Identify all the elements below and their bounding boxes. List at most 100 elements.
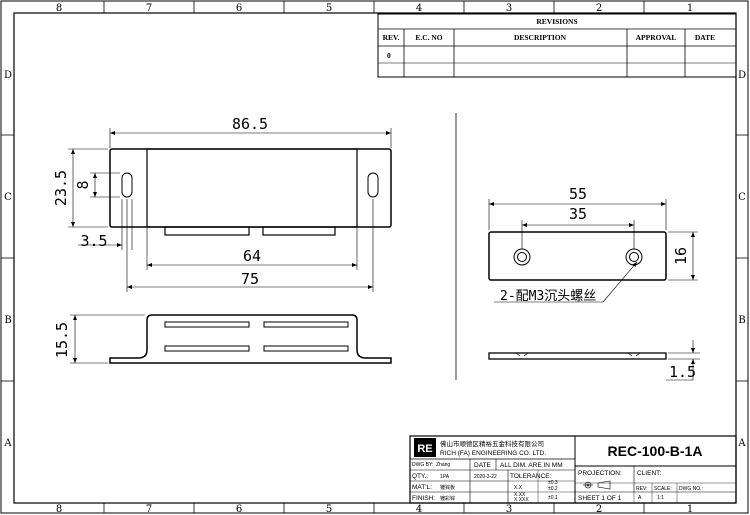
body-length-label: 64 (243, 247, 261, 265)
date-column-header: DATE (695, 33, 715, 42)
slot-length-label: 8 (74, 180, 92, 189)
zone-label: B (738, 315, 745, 326)
rev-label: REV: (636, 486, 647, 492)
projection-label: PROJECTION: (578, 470, 622, 477)
tolerance-x-x-value: ±0.3 (548, 480, 558, 486)
side-profile (109, 314, 392, 364)
revisions-table: REVISIONS REV. E.C. NO DESCRIPTION APPRO… (377, 13, 737, 78)
zone-label: 3 (506, 3, 512, 14)
tolerance-label: TOLERANCE: (510, 473, 552, 480)
right-countersink-inner (629, 252, 639, 262)
tolerance-x-xxx: X.XXX (514, 497, 529, 503)
scale-label: SCALE: (654, 486, 672, 492)
matl-value: 镀锌板 (440, 484, 455, 491)
zone-label: 7 (146, 504, 152, 515)
all-dim-note: ALL DIM. ARE IN MM (500, 462, 563, 469)
zone-label: 3 (506, 504, 512, 515)
zone-label: 2 (596, 3, 602, 14)
company-logo (414, 438, 436, 457)
qty-value: 1PA (440, 474, 450, 480)
title-block (409, 435, 737, 504)
front-dimension-lines (68, 128, 392, 292)
zone-label: A (3, 438, 12, 449)
side-view (109, 314, 392, 364)
client-label: CLIENT: (637, 470, 661, 477)
dwg-no-label: DWG NO.: (679, 486, 703, 492)
company-name-cn: 佛山市顺德区精裕五金科技有限公司 (440, 439, 544, 448)
tolerance-x-xx-value: ±0.2 (548, 486, 558, 492)
zone-label: 4 (416, 504, 422, 515)
zone-label: 6 (236, 3, 242, 14)
zone-label: D (4, 70, 12, 81)
slot-offset-label: 3.5 (80, 232, 107, 250)
logo-text: RE (417, 443, 432, 455)
plate-length-label: 55 (569, 185, 587, 203)
zone-label: 5 (326, 3, 332, 14)
left-countersink-inner (517, 252, 527, 262)
dwg-by-value: Zhang (436, 462, 450, 468)
upper-right-magnet (263, 321, 349, 328)
thickness-dimension-lines (666, 340, 700, 381)
zone-label: A (737, 438, 746, 449)
plate-thickness-label: 1.5 (669, 363, 696, 381)
inner-border (13, 12, 737, 504)
zone-label: 8 (56, 3, 62, 14)
zone-label: B (4, 315, 11, 326)
hole-spacing-label: 35 (569, 205, 587, 223)
tolerance-x-xx: X.XX (514, 492, 526, 498)
zone-label: 4 (416, 3, 422, 14)
tolerance-x-x: X.X (514, 485, 523, 491)
lower-right-magnet (263, 345, 349, 352)
plate-height-label: 16 (672, 247, 690, 265)
zone-label: 2 (596, 504, 602, 515)
finish-label: FINISH: (412, 495, 435, 502)
left-magnet (164, 226, 250, 236)
lower-left-magnet (164, 345, 250, 352)
mount-spacing-label: 75 (241, 270, 259, 288)
zone-label: 8 (56, 504, 62, 515)
revisions-title: REVISIONS (536, 17, 577, 26)
right-magnet (262, 226, 336, 236)
approval-column-header: APPROVAL (636, 33, 677, 42)
plate-view (488, 231, 667, 281)
zone-label: C (738, 192, 746, 203)
height-label: 23.5 (52, 170, 70, 206)
ec-no-column-header: E.C. NO (415, 33, 442, 42)
zone-label: 1 (687, 3, 693, 14)
projection-symbol (583, 480, 611, 490)
zone-label: 5 (326, 504, 332, 515)
right-countersink-outer (625, 248, 643, 266)
side-dimension-lines (70, 314, 145, 364)
front-body (146, 148, 358, 228)
finish-value: 镀彩锌 (440, 495, 455, 502)
zone-label: 1 (687, 504, 693, 515)
front-outline (109, 148, 392, 228)
left-slot (121, 172, 133, 198)
rev-column-header: REV. (383, 33, 400, 42)
plate-edge-view (488, 352, 667, 360)
zone-label: D (738, 70, 746, 81)
description-column-header: DESCRIPTION (514, 33, 567, 42)
zone-label: 7 (146, 3, 152, 14)
plate-dimension-lines (488, 199, 698, 303)
company-name-en: RICH (FA) ENGINEERING CO. LTD. (440, 450, 546, 457)
upper-left-magnet (164, 321, 250, 328)
hole-note-label: 2-配M3沉头螺丝 (500, 289, 596, 304)
front-view (109, 148, 392, 236)
date-value: 2020-3-22 (474, 474, 497, 480)
matl-label: MAT'L: (412, 484, 432, 491)
zone-label: C (4, 192, 12, 203)
side-height-label: 15.5 (53, 322, 71, 358)
zone-label: 6 (236, 504, 242, 515)
rev-value: A (638, 495, 642, 501)
right-slot (367, 172, 379, 198)
overall-length-label: 86.5 (232, 115, 268, 133)
date-label: DATE (474, 462, 492, 469)
tolerance-x-xxx-value: ±0.1 (548, 495, 558, 501)
drawing-number: REC-100-B-1A (608, 443, 703, 459)
left-countersink-outer (513, 248, 531, 266)
scale-value: 1:1 (657, 495, 664, 501)
